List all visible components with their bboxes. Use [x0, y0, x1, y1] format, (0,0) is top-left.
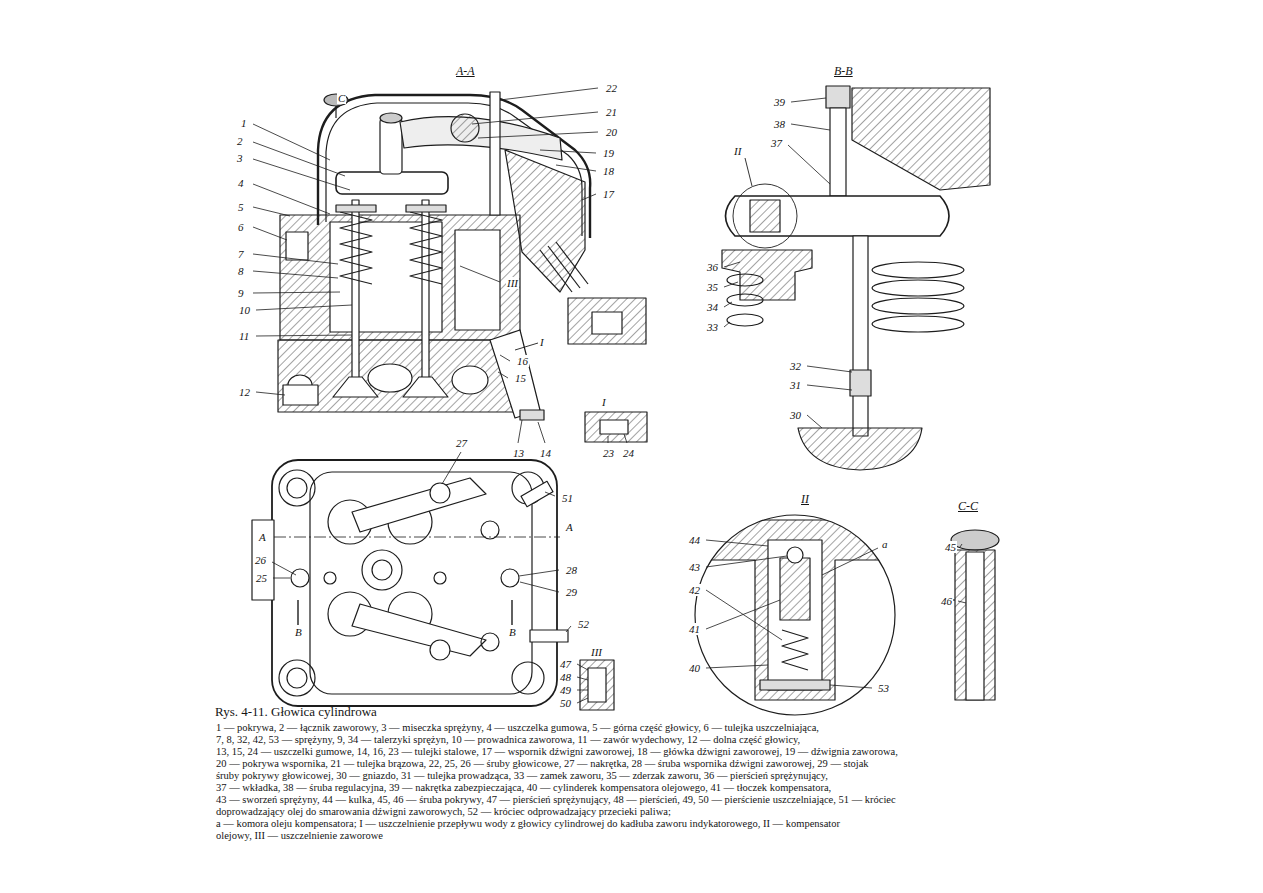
section-title: B-B: [833, 65, 854, 78]
legend-text: a — komora oleju kompensatora; I — uszcz…: [215, 818, 841, 830]
callout-number: 16: [516, 355, 529, 367]
callout-number: 10: [238, 304, 251, 316]
callout-number: 34: [706, 301, 719, 313]
callout-number: 44: [688, 534, 701, 546]
callout-number: II: [733, 145, 742, 157]
callout-number: 51: [561, 492, 574, 504]
callout-number: 28: [565, 564, 578, 576]
section-title: C-C: [957, 500, 979, 513]
callout-number: 6: [237, 221, 245, 233]
callout-number: I: [601, 396, 607, 408]
callout-number: III: [506, 277, 519, 289]
callout-number: 47: [559, 658, 572, 670]
callout-number: A: [565, 521, 574, 533]
section-b-b: [722, 86, 990, 470]
callout-number: a: [881, 538, 889, 550]
callout-number: B: [508, 626, 517, 638]
legend-text: doprowadzający olej do smarowania dźwign…: [215, 806, 672, 818]
callout-number: B: [294, 626, 303, 638]
callout-number: 8: [237, 265, 245, 277]
legend-text: 1 — pokrywa, 2 — łącznik zaworowy, 3 — m…: [215, 722, 820, 734]
callout-number: 32: [789, 360, 802, 372]
callout-number: 7: [237, 248, 245, 260]
callout-number: 45: [944, 541, 957, 553]
callout-number: 21: [605, 106, 618, 118]
callout-number: I: [539, 336, 545, 348]
callout-number: A: [258, 531, 267, 543]
section-a-a: [278, 92, 647, 442]
detail-ii: [690, 515, 900, 715]
callout-number: 42: [688, 584, 701, 596]
callout-number: 36: [706, 261, 719, 273]
callout-number: 4: [237, 177, 245, 189]
callout-number: 9: [237, 287, 245, 299]
callout-number: 19: [602, 147, 615, 159]
callout-number: 22: [605, 82, 618, 94]
callout-number: 29: [565, 586, 578, 598]
callout-number: 48: [559, 671, 572, 683]
callout-number: 25: [255, 572, 268, 584]
callout-number: 20: [605, 126, 618, 138]
callout-number: 1: [240, 117, 248, 129]
callout-number: 49: [559, 684, 572, 696]
callout-number: 31: [789, 379, 802, 391]
callout-number: C: [337, 92, 346, 104]
callout-number: 3: [236, 152, 244, 164]
callout-number: 17: [602, 188, 615, 200]
callout-number: 18: [602, 165, 615, 177]
section-title: A-A: [455, 65, 476, 78]
callout-number: 33: [706, 321, 719, 333]
legend-text: 7, 8, 32, 42, 53 — sprężyny, 9, 34 — tal…: [215, 734, 801, 746]
callout-number: 5: [237, 201, 245, 213]
legend-text: 20 — pokrywa wspornika, 21 — tulejka brą…: [215, 758, 870, 770]
callout-number: 15: [514, 372, 527, 384]
callout-number: 50: [559, 697, 572, 709]
callout-number: 12: [238, 386, 251, 398]
callout-number: 46: [940, 595, 953, 607]
section-title: II: [800, 493, 810, 506]
callout-number: 41: [688, 623, 701, 635]
callout-number: III: [590, 646, 603, 658]
legend-text: olejowy, III — uszczelnienie zaworowe: [215, 830, 384, 842]
callout-number: 37: [770, 137, 783, 149]
callout-number: 53: [877, 682, 890, 694]
callout-number: 38: [773, 118, 786, 130]
callout-number: 52: [577, 618, 590, 630]
callout-number: 43: [688, 561, 701, 573]
leader-lines: [253, 88, 966, 703]
legend-text: 13, 15, 24 — uszczelki gumowe, 14, 16, 2…: [215, 746, 899, 758]
callout-number: 40: [688, 662, 701, 674]
callout-number: 24: [622, 447, 635, 459]
legend-text: śruby pokrywy głowicowej, 30 — gniazdo, …: [215, 770, 829, 782]
callout-number: 39: [773, 96, 786, 108]
legend-text: 37 — wkładka, 38 — śruba regulacyjna, 39…: [215, 782, 832, 794]
callout-number: 2: [236, 135, 244, 147]
callout-number: 26: [254, 554, 267, 566]
callout-number: 30: [789, 409, 802, 421]
plan-view: [252, 460, 614, 710]
callout-number: 23: [602, 447, 615, 459]
callout-number: 35: [706, 281, 719, 293]
figure-caption: Rys. 4-11. Głowica cylindrowa: [215, 704, 377, 720]
legend-text: 43 — sworzeń sprężyny, 44 — kulka, 45, 4…: [215, 794, 897, 806]
section-c-c: [940, 530, 999, 700]
callout-number: 14: [539, 447, 552, 459]
callout-number: 11: [238, 330, 250, 342]
callout-number: 27: [455, 437, 468, 449]
callout-number: 13: [512, 447, 525, 459]
